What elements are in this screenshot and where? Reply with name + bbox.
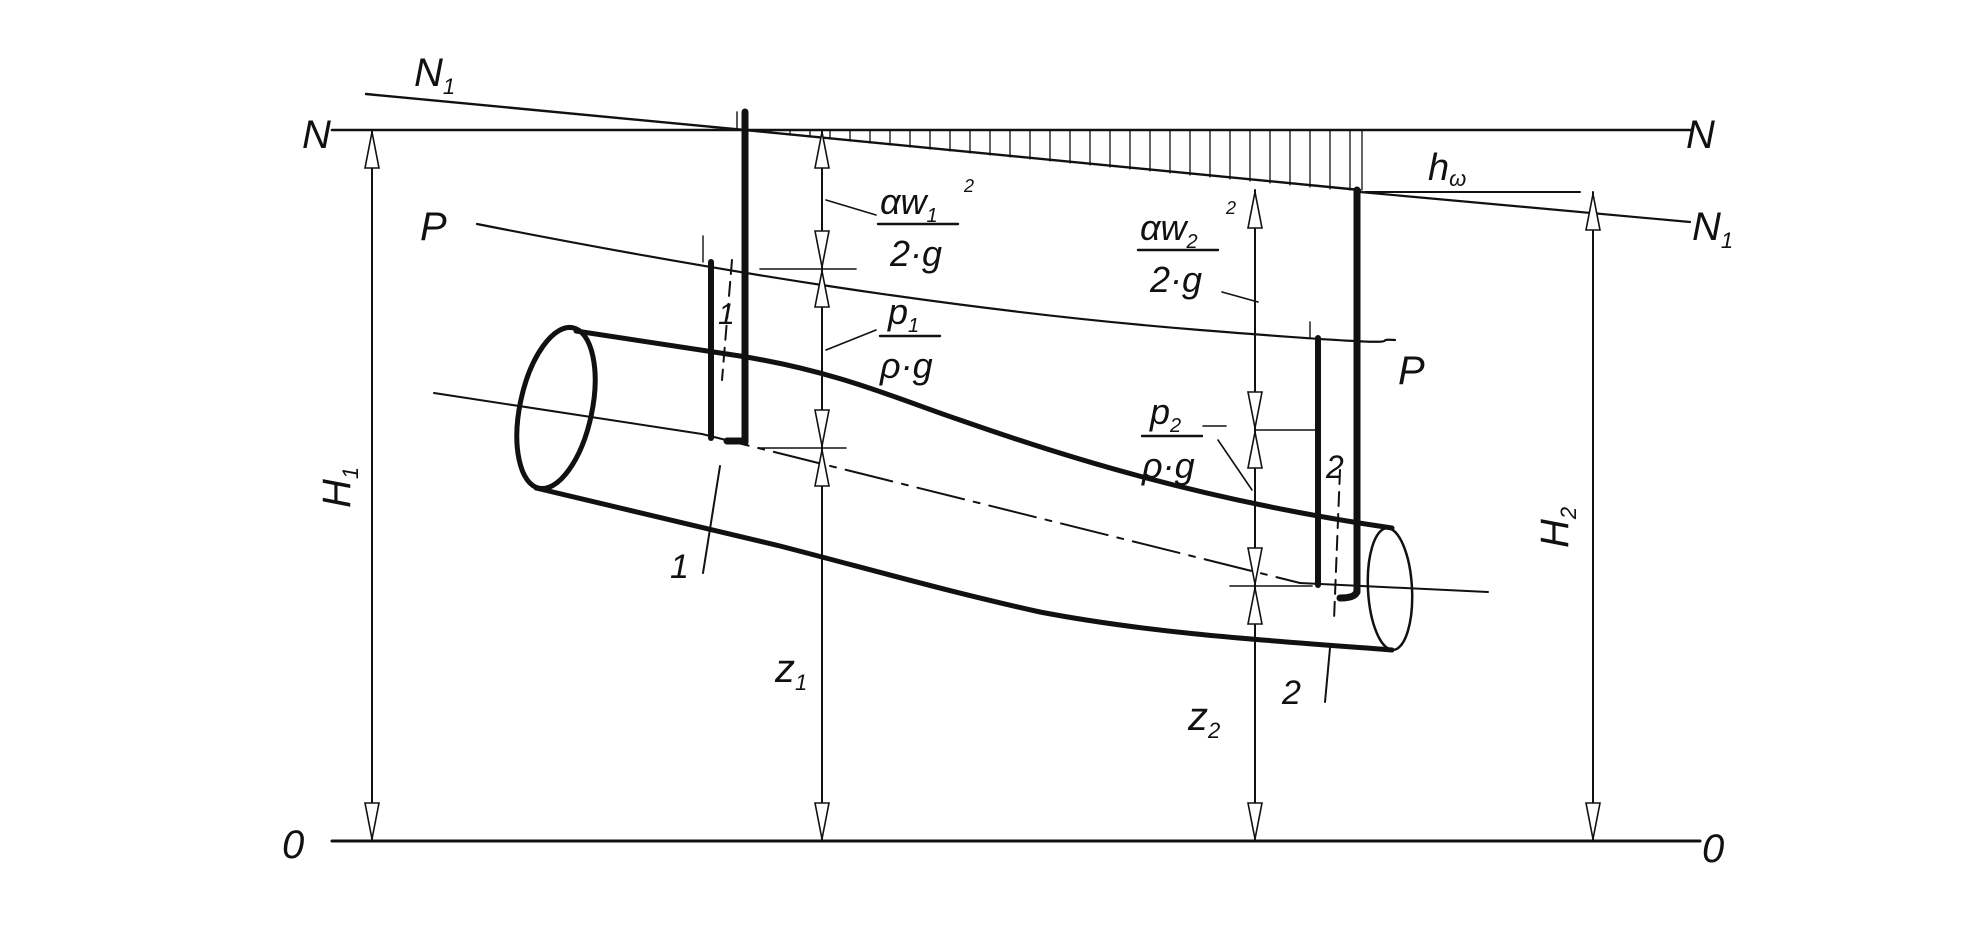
label-section-1-top: 1	[718, 298, 735, 331]
svg-text:ρ·g: ρ·g	[879, 345, 933, 386]
energy-line-N1	[364, 92, 1692, 224]
section-1-mark	[702, 259, 733, 574]
label-P-left: P	[420, 205, 447, 249]
label-H2: H2	[1533, 507, 1581, 548]
svg-text:2: 2	[963, 176, 974, 196]
pipe	[433, 324, 1489, 653]
svg-text:p1: p1	[887, 291, 919, 337]
label-N-right: N	[1686, 113, 1715, 157]
piezometric-line-P	[475, 222, 1397, 343]
section-2-mark	[1324, 469, 1341, 703]
label-N-left: N	[302, 113, 331, 157]
label-h-loss: hω	[1428, 147, 1466, 191]
svg-text:2·g: 2·g	[889, 233, 942, 274]
label-z2: z2	[1187, 695, 1220, 743]
velocity-head-1: αw1 2 2·g	[876, 176, 974, 274]
svg-text:αw1: αw1	[880, 181, 938, 227]
pressure-head-1: p1 ρ·g	[878, 291, 942, 386]
dim-section-2	[1229, 189, 1319, 842]
label-N1-right: N1	[1692, 205, 1733, 253]
label-section-2-bottom: 2	[1281, 674, 1301, 712]
label-O-left: 0	[282, 823, 304, 867]
piezometer-tube-1	[702, 108, 749, 446]
svg-text:2·g: 2·g	[1149, 259, 1202, 300]
velocity-head-2: αw2 2 2·g	[1136, 198, 1236, 300]
label-section-2-top: 2	[1325, 449, 1344, 485]
svg-text:αw2: αw2	[1140, 207, 1198, 253]
label-z1: z1	[774, 647, 807, 695]
head-loss-hatch	[769, 129, 1363, 191]
label-section-1-bottom: 1	[670, 548, 689, 586]
pressure-head-2: p2 ρ·g	[1140, 391, 1204, 486]
svg-text:2: 2	[1225, 198, 1236, 218]
dim-section-1	[757, 129, 857, 842]
label-N1-left: N1	[414, 51, 455, 99]
dimension-arrows	[364, 131, 1601, 840]
leader-lines	[825, 199, 1259, 491]
svg-text:ρ·g: ρ·g	[1141, 445, 1195, 486]
svg-text:p2: p2	[1149, 391, 1181, 437]
piezometer-tube-2	[1309, 186, 1361, 602]
label-P-right: P	[1398, 349, 1425, 393]
label-H1: H1	[315, 467, 363, 508]
label-O-right: 0	[1702, 827, 1724, 871]
